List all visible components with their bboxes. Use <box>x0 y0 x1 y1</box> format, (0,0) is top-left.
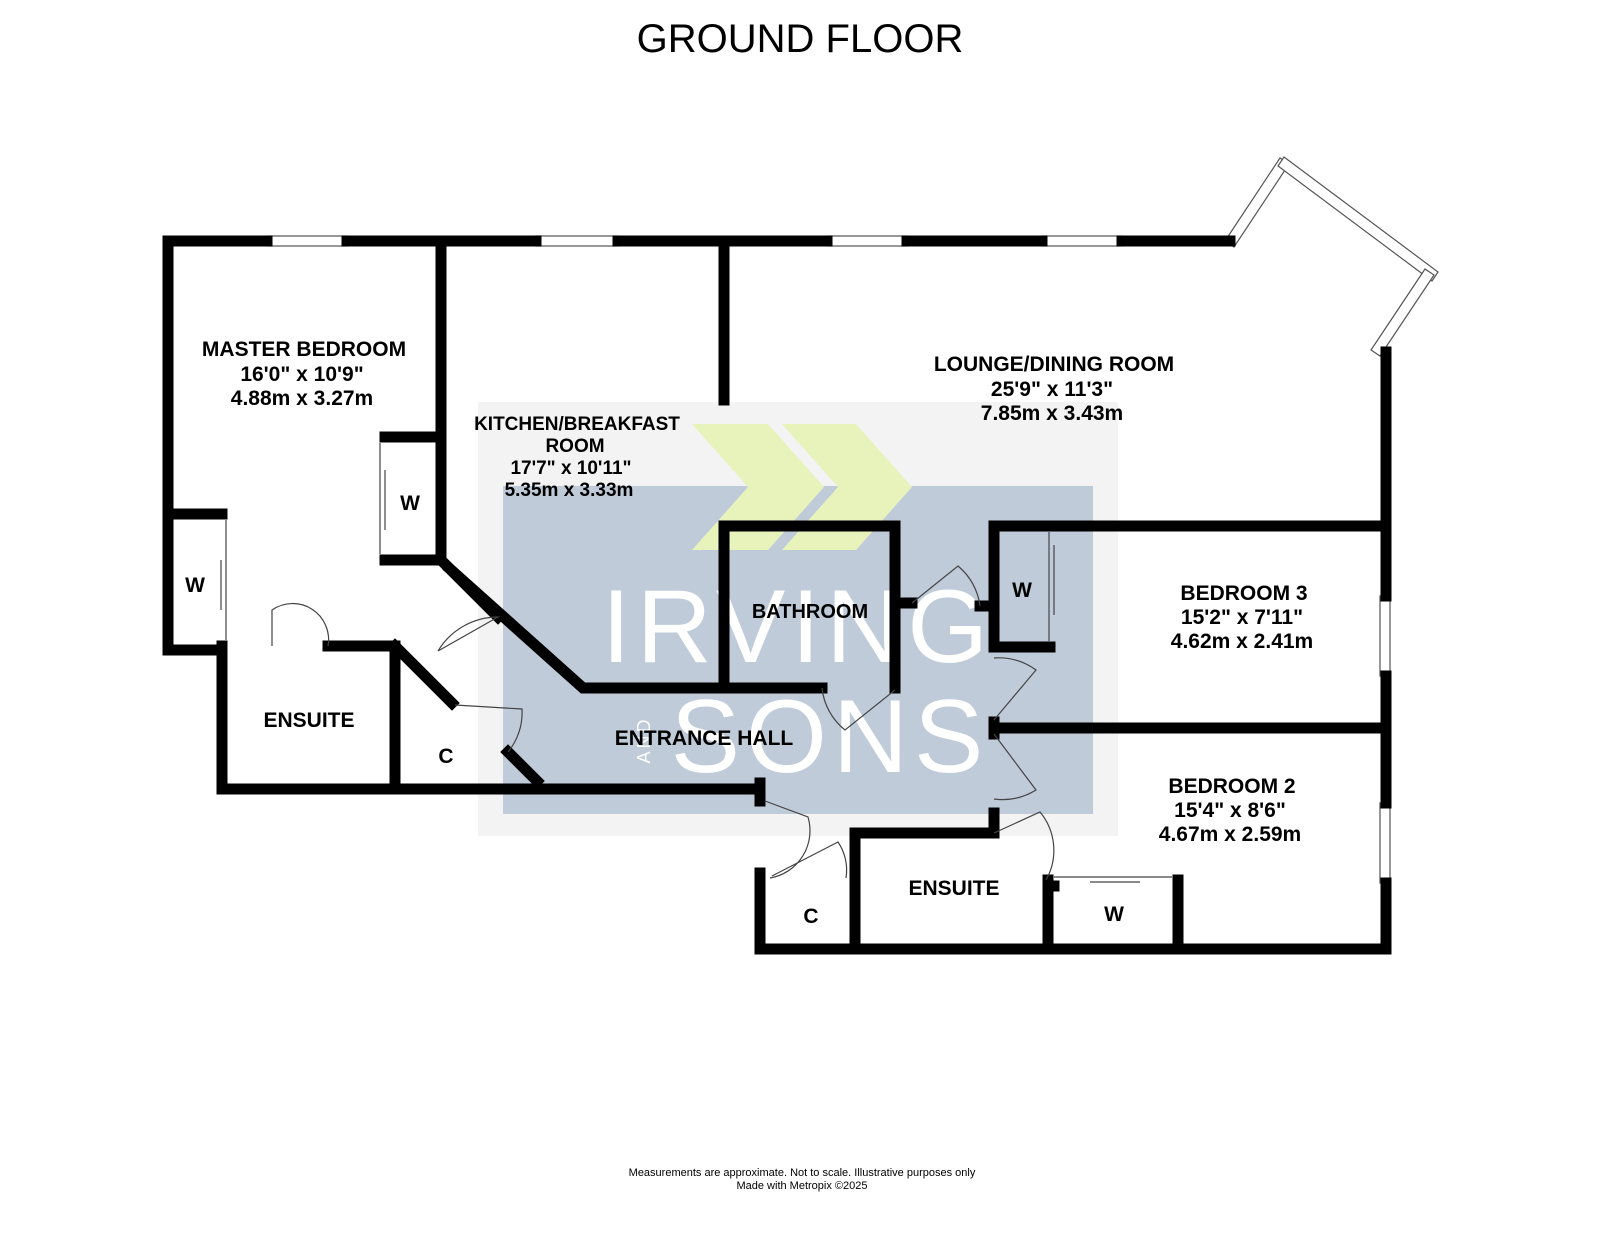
label-lounge-name: LOUNGE/DINING ROOM <box>934 353 1174 376</box>
window-bay-top <box>1277 156 1439 282</box>
door-lounge <box>911 565 981 607</box>
door-bedroom2 <box>993 733 1037 801</box>
watermark-brand-line2: SONS <box>671 679 990 795</box>
window-bedroom3-right <box>1379 595 1391 677</box>
window-bedroom2-right <box>1379 802 1391 884</box>
watermark-brand-line1: IRVING <box>602 569 994 685</box>
wardrobe-lines <box>220 443 1172 883</box>
label-wardrobe-master-right: W <box>400 492 420 515</box>
label-kitchen-metric: 5.35m x 3.33m <box>505 480 634 501</box>
label-wardrobe-bedroom2: W <box>1104 903 1124 926</box>
label-entrance-hall: ENTRANCE HALL <box>615 727 794 750</box>
wall-kitchen-diag-2 <box>442 561 828 694</box>
watermark-chevron-2 <box>782 424 912 550</box>
label-kitchen-imperial: 17'7" x 10'11" <box>510 458 631 479</box>
window-lounge-top-2 <box>1041 235 1123 247</box>
label-kitchen-name-2: ROOM <box>545 436 604 457</box>
footer-credit: Made with Metropix ©2025 <box>736 1180 867 1192</box>
window-kitchen-top <box>535 235 619 247</box>
label-lounge-metric: 7.85m x 3.43m <box>981 402 1123 425</box>
watermark-chevron-1 <box>692 424 824 550</box>
label-bedroom3-imperial: 15'2" x 7'11" <box>1181 606 1303 629</box>
wall-left-outer <box>162 235 228 656</box>
wall-cupboard-diag <box>387 638 460 711</box>
window-lounge-top-1 <box>826 235 908 247</box>
footer-disclaimer: Measurements are approximate. Not to sca… <box>629 1167 976 1179</box>
label-lounge-imperial: 25'9" x 11'3" <box>991 378 1113 401</box>
label-master-bedroom-metric: 4.88m x 3.27m <box>231 387 373 410</box>
label-bedroom2-name: BEDROOM 2 <box>1168 775 1295 798</box>
walls <box>162 235 1392 955</box>
room-labels: MASTER BEDROOM 16'0" x 10'9" 4.88m x 3.2… <box>185 338 1313 928</box>
floor-title: GROUND FLOOR <box>637 17 964 61</box>
door-master <box>437 616 501 652</box>
label-bedroom3-metric: 4.62m x 2.41m <box>1171 630 1313 653</box>
label-cupboard-right: C <box>803 905 818 928</box>
label-kitchen-name-1: KITCHEN/BREAKFAST <box>474 414 680 435</box>
label-bedroom3-name: BEDROOM 3 <box>1180 582 1307 605</box>
door-swings <box>271 565 1055 881</box>
door-bathroom <box>821 687 896 731</box>
label-bedroom2-imperial: 15'4" x 8'6" <box>1174 799 1286 822</box>
door-front <box>764 800 811 879</box>
label-ensuite-left: ENSUITE <box>263 709 354 732</box>
label-wardrobe-master-left: W <box>185 574 205 597</box>
door-ensuite-left <box>271 602 330 647</box>
door-ensuite-right <box>993 811 1055 881</box>
label-ensuite-right: ENSUITE <box>908 877 999 900</box>
label-wardrobe-bedroom3: W <box>1012 579 1032 602</box>
door-bedroom3 <box>993 657 1037 721</box>
label-master-bedroom-imperial: 16'0" x 10'9" <box>240 363 363 386</box>
wall-ensuite-left <box>216 640 766 795</box>
label-cupboard-left: C <box>438 745 453 768</box>
label-bathroom: BATHROOM <box>752 601 868 623</box>
label-bedroom2-metric: 4.67m x 2.59m <box>1159 823 1301 846</box>
window-master-top <box>266 235 348 247</box>
window-bay-left <box>1224 157 1290 248</box>
label-master-bedroom-name: MASTER BEDROOM <box>202 338 406 361</box>
watermark-brand-and: AND <box>634 716 654 763</box>
wall-cupboard-door-stub <box>500 744 545 789</box>
door-cupboard-right <box>771 841 848 879</box>
window-bay-right <box>1370 268 1435 357</box>
door-cupboard-left <box>454 704 523 753</box>
wall-bedroom3-left-upper <box>974 520 1392 612</box>
